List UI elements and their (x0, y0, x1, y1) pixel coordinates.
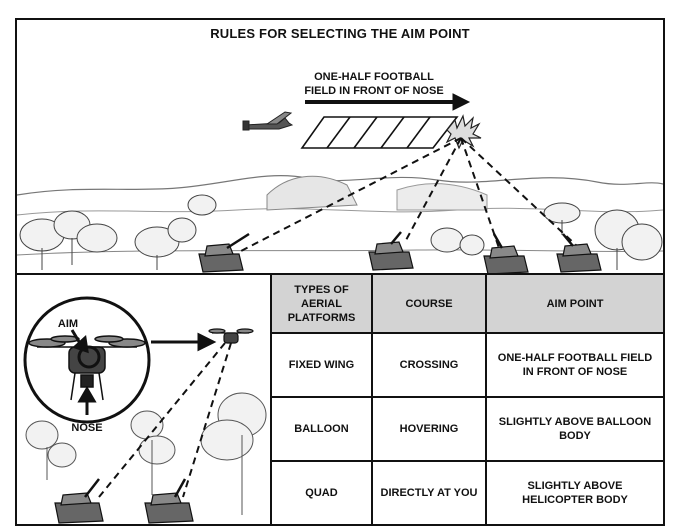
nose-label: NOSE (71, 422, 103, 434)
distance-arrow (305, 93, 471, 111)
small-quad-drone-icon (208, 328, 254, 344)
tank-icon (368, 231, 414, 271)
tank-icon (198, 232, 250, 273)
cell-aim-point: SLIGHTLY ABOVE HELICOPTER BODY (485, 460, 663, 524)
tank-icon (483, 233, 529, 273)
quad-scene-panel: AIM NOSE (17, 275, 270, 524)
aim-arrow (70, 329, 89, 354)
figure-frame: RULES FOR SELECTING THE AIM POINT (15, 18, 665, 526)
aim-ring-icon (77, 345, 101, 369)
table-row: QUAD DIRECTLY AT YOU SLIGHTLY ABOVE HELI… (272, 460, 663, 524)
cell-aim-point: ONE-HALF FOOTBALL FIELD IN FRONT OF NOSE (485, 332, 663, 398)
pointer-arrow (151, 332, 217, 352)
hill-line (17, 175, 663, 196)
aim-point-table: TYPES OF AERIAL PLATFORMS COURSE AIM POI… (272, 275, 663, 524)
aiming-lines (238, 137, 578, 253)
quad-illustration (23, 296, 267, 524)
arrow-label-line1: ONE-HALF FOOTBALL (314, 71, 434, 83)
arrow-label-line2: FIELD IN FRONT OF NOSE (304, 85, 444, 97)
vertical-divider (270, 275, 272, 524)
aim-label: AIM (57, 318, 79, 330)
aiming-lines (98, 342, 232, 498)
nose-arrow (77, 386, 97, 415)
tank-icon (54, 478, 104, 524)
table-row: BALLOON HOVERING SLIGHTLY ABOVE BALLOON … (272, 396, 663, 462)
quad-drone-icon (28, 335, 146, 401)
tree-cluster (187, 194, 663, 270)
cell-platform: FIXED WING (272, 332, 373, 398)
table-row: FIXED WING CROSSING ONE-HALF FOOTBALL FI… (272, 332, 663, 398)
fixed-wing-drone-icon (242, 111, 294, 131)
cell-platform: QUAD (272, 460, 373, 524)
tank-icon (144, 478, 194, 524)
header-course: COURSE (371, 275, 487, 334)
cell-platform: BALLOON (272, 396, 373, 462)
football-field-zone (300, 116, 459, 149)
header-aim-point: AIM POINT (485, 275, 663, 334)
header-platform-types: TYPES OF AERIAL PLATFORMS (272, 275, 373, 334)
table-header-row: TYPES OF AERIAL PLATFORMS COURSE AIM POI… (272, 275, 663, 334)
figure-title: RULES FOR SELECTING THE AIM POINT (210, 26, 470, 41)
burst-icon (445, 114, 482, 150)
horizontal-divider (17, 273, 663, 275)
cell-aim-point: SLIGHTLY ABOVE BALLOON BODY (485, 396, 663, 462)
tree-cluster (25, 392, 267, 515)
tree-cluster (19, 210, 197, 270)
cell-course: DIRECTLY AT YOU (371, 460, 487, 524)
cell-course: HOVERING (371, 396, 487, 462)
arrow-label: ONE-HALF FOOTBALL FIELD IN FRONT OF NOSE (289, 70, 459, 98)
tank-icon (556, 233, 602, 273)
cell-course: CROSSING (371, 332, 487, 398)
aim-scene-panel: RULES FOR SELECTING THE AIM POINT (17, 20, 663, 273)
hill-fill (396, 183, 488, 211)
scene-illustration (17, 93, 663, 273)
hill-fill (266, 175, 358, 211)
